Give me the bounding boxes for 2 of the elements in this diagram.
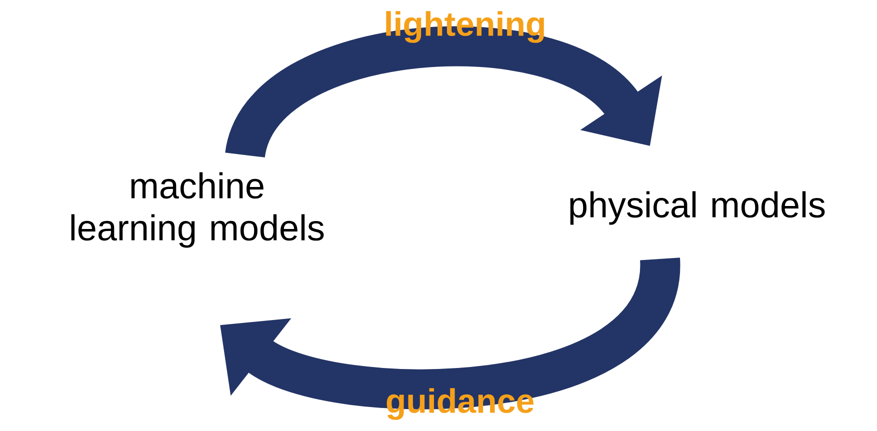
model-label: physical models xyxy=(570,191,825,225)
model-label: machine learning models xyxy=(71,172,324,248)
